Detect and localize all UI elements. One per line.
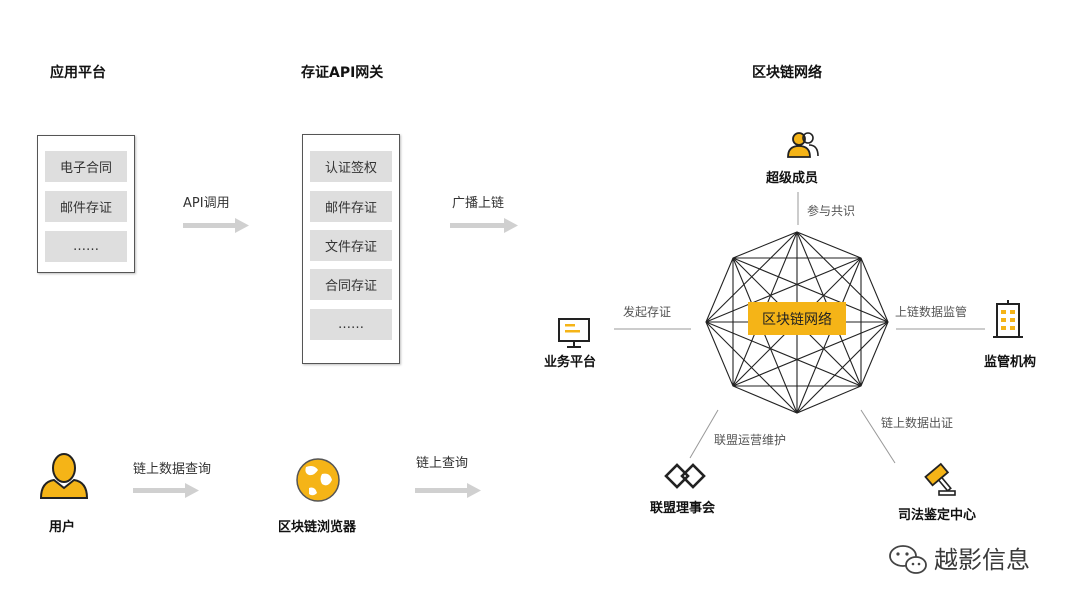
person-icon bbox=[39, 453, 89, 499]
gateway-panel: 认证签权 邮件存证 文件存证 合同存证 …… bbox=[302, 134, 400, 364]
consensus-label: 参与共识 bbox=[807, 204, 856, 218]
wechat-icon bbox=[889, 545, 927, 574]
chain-query-arrow bbox=[133, 483, 199, 498]
gateway-item-file: 文件存证 bbox=[310, 230, 392, 261]
onchain-query-label: 链上查询 bbox=[416, 456, 469, 471]
chain-query-label: 链上数据查询 bbox=[133, 462, 212, 477]
app-item-contract: 电子合同 bbox=[45, 151, 127, 182]
app-item-mail: 邮件存证 bbox=[45, 191, 127, 222]
maintenance-label: 联盟运营维护 bbox=[714, 433, 787, 447]
explorer-label: 区块链浏览器 bbox=[278, 520, 357, 535]
connector-lines bbox=[614, 192, 985, 464]
heading-gateway: 存证API网关 bbox=[301, 65, 384, 81]
user-label: 用户 bbox=[49, 520, 76, 535]
app-item-more: …… bbox=[45, 231, 127, 262]
broadcast-label: 广播上链 bbox=[452, 196, 505, 211]
gateway-item-more: …… bbox=[310, 309, 392, 340]
link-icon bbox=[664, 463, 706, 489]
watermark-text: 越影信息 bbox=[934, 546, 1030, 574]
broadcast-arrow bbox=[450, 218, 518, 233]
super-member-label: 超级成员 bbox=[766, 171, 819, 186]
business-platform-label: 业务平台 bbox=[544, 355, 597, 370]
gavel-icon bbox=[924, 462, 956, 496]
gateway-item-mail: 邮件存证 bbox=[310, 191, 392, 222]
building-icon bbox=[993, 300, 1023, 338]
onchain-query-arrow bbox=[415, 483, 481, 498]
evidence-label: 链上数据出证 bbox=[881, 416, 954, 430]
gateway-item-auth: 认证签权 bbox=[310, 151, 392, 182]
heading-app-platform: 应用平台 bbox=[50, 65, 106, 81]
regulator-label: 监管机构 bbox=[984, 355, 1037, 370]
council-label: 联盟理事会 bbox=[650, 501, 716, 516]
heading-network: 区块链网络 bbox=[752, 65, 822, 81]
gateway-item-contract: 合同存证 bbox=[310, 269, 392, 300]
network-center-box: 区块链网络 bbox=[748, 302, 846, 335]
user-group-icon bbox=[787, 132, 819, 158]
app-platform-panel: 电子合同 邮件存证 …… bbox=[37, 135, 135, 273]
judicial-label: 司法鉴定中心 bbox=[898, 508, 977, 523]
monitor-icon bbox=[558, 318, 590, 348]
api-call-label: API调用 bbox=[183, 196, 230, 211]
supervision-label: 上链数据监管 bbox=[895, 305, 968, 319]
initiate-label: 发起存证 bbox=[623, 305, 672, 319]
globe-icon bbox=[296, 458, 340, 502]
api-call-arrow bbox=[183, 218, 249, 233]
